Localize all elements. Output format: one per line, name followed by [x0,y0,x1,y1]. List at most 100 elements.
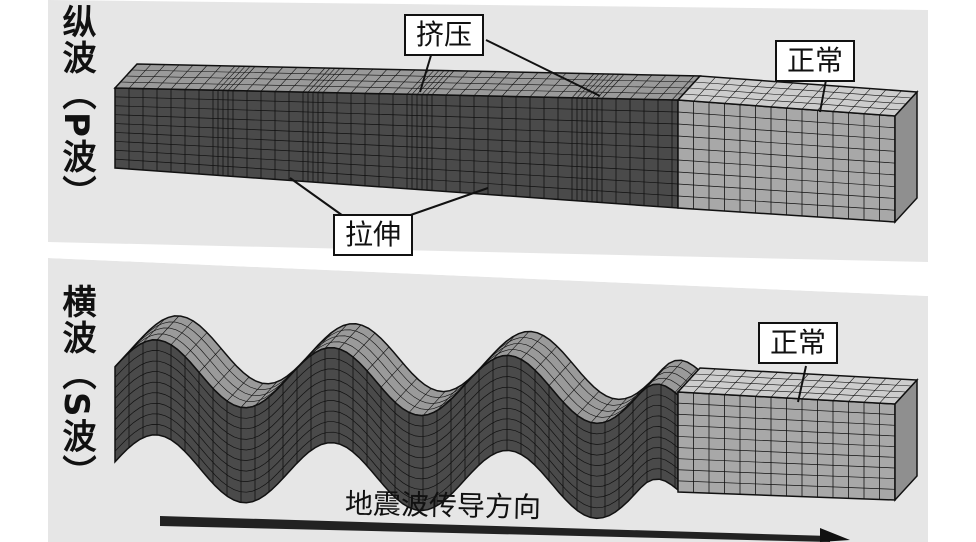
s-grid-line [338,324,362,350]
s-grid-line [590,398,614,423]
p-normal-end-face [894,90,918,224]
p-normal-grid-line [677,111,896,129]
s-grid-line [310,331,334,356]
s-grid-line [534,346,558,371]
p-normal-grid-line [677,195,896,211]
propagation-direction-label: 地震波传导方向 [344,486,542,525]
s-grid-line [506,331,530,356]
s-normal-grid-line [677,458,896,469]
s-grid-line [128,328,152,353]
s-grid-line [114,360,679,445]
p-grid-line [125,75,690,89]
p-normal-grid-line [677,123,896,140]
p-grid-line [114,140,679,173]
p-wave-block [113,63,919,224]
s-grid-line [156,315,180,341]
s-normal-grid-line [677,413,896,426]
s-grid-line [254,381,278,407]
p-grid-line [131,69,695,83]
p-normal-grid-line [677,159,896,176]
s-normal-grid-line [683,385,901,399]
s-grid-line [366,346,390,372]
s-normal-grid-line [677,436,896,448]
s-grid-line [576,391,600,416]
callout-leader-lines [289,39,827,403]
compression-callout: 挤压 [404,14,485,56]
s-grid-line [324,324,348,349]
s-grid-line [660,360,684,385]
s-grid-line [114,350,679,435]
s-grid-line [422,391,446,416]
s-grid-line [492,335,516,360]
callout-leader [819,79,827,113]
s-grid-line [352,332,376,358]
s-grid-line [125,327,690,412]
s-grid-line [562,377,586,403]
s-grid-line [478,345,502,371]
direction-arrow-shaft [160,516,830,542]
s-normal-grid-line [677,480,896,490]
p-wave-side-label: 纵波（P波） [56,4,96,211]
s-grid-line [618,390,642,415]
p-grid-line [114,132,679,161]
p-grid-line [114,149,679,185]
s-grid-line [114,413,679,498]
s-grid-line [674,368,698,393]
s-grid-line [114,381,679,466]
p-normal-grid-line [677,147,896,164]
callout-leader [401,187,489,219]
p-grid-line [114,105,679,125]
p-grid-line [114,123,679,149]
s-grid-line [114,371,679,456]
p-grid-line [114,158,679,197]
s-grid-line [184,332,208,357]
p-normal-grid-line [677,183,896,199]
s-grid-line [464,360,488,385]
p-normal-grid-line [694,81,912,99]
p-normal-grid-line [683,93,901,111]
s-grid-line [114,342,138,368]
s-grid-line [170,320,194,346]
callout-leader [485,39,601,97]
p-normal-grid-line [677,171,896,188]
s-grid-line [240,383,264,408]
s-grid-line [226,376,250,402]
s-grid-line [394,378,418,403]
s-grid-line [408,388,432,413]
callout-leader [289,177,347,219]
p-normal-grid-line [688,87,907,105]
s-grid-line [114,392,679,477]
s-grid-line [646,363,670,388]
s-grid-line [296,343,320,369]
s-normal-grid-line [677,424,896,437]
callout-leader [797,365,807,403]
s-normal-callout: 正常 [758,322,839,364]
s-grid-line [142,318,166,343]
s-grid-line [120,333,684,418]
s-grid-line [268,372,292,398]
s-grid-line [131,321,695,406]
s-wave-side-label: 横波（S波） [56,284,96,491]
s-wave-block [114,315,919,520]
s-grid-line [212,364,236,389]
p-normal-grid-line [677,135,896,152]
s-grid-line [632,376,656,402]
s-grid-line [114,424,679,509]
s-normal-grid-line [677,469,896,480]
s-grid-line [380,363,404,388]
s-normal-grid-line [688,379,907,393]
s-normal-grid-line [677,402,896,416]
p-normal-callout: 正常 [775,40,856,82]
stretch-callout: 拉伸 [333,214,414,256]
direction-arrow-head [820,528,850,542]
p-grid-line [114,114,679,137]
band-separator [48,246,928,296]
p-grid-line [114,96,679,113]
s-grid-line [520,335,544,360]
s-grid-line [450,375,474,400]
s-grid-line [604,397,628,423]
s-normal-grid-line [677,447,896,458]
s-grid-line [548,361,572,386]
